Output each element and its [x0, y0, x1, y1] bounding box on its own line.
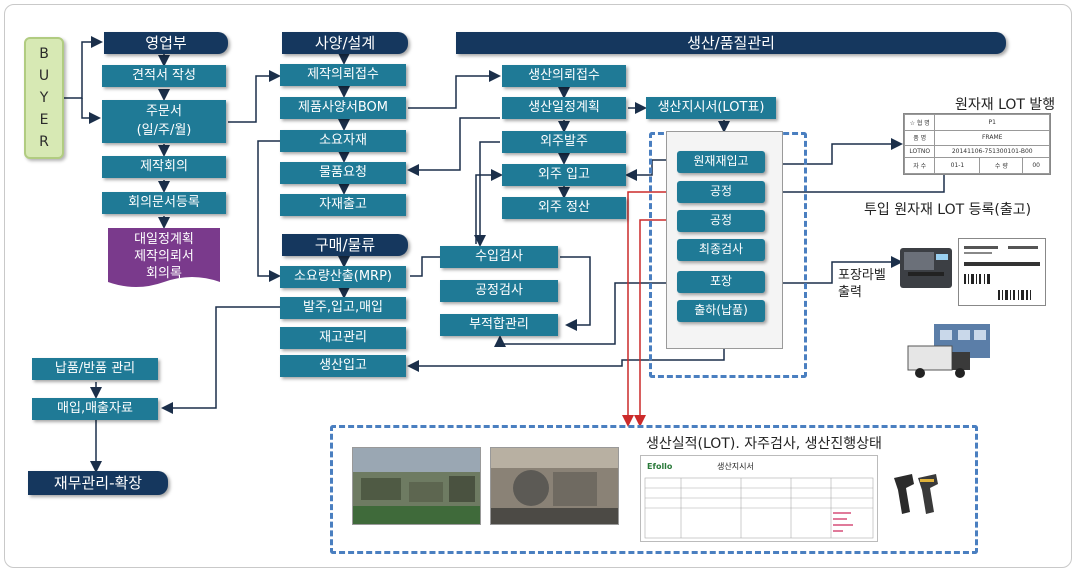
lot-cell: 수 량: [979, 157, 1024, 174]
label-printer-icon: [900, 248, 952, 288]
doc-line2: 제작의뢰서: [134, 248, 194, 264]
lot-cell: 자 수: [903, 157, 936, 174]
box-final-insp: 최종검사: [677, 239, 765, 261]
label-pack-print: 포장라벨 출력: [838, 268, 886, 302]
box-sales-data: 매입,매출자료: [32, 398, 158, 420]
lot-cell: FRAME: [934, 129, 1050, 147]
box-order-in-buy: 발주,입고,매입: [280, 297, 406, 319]
box-shipping: 출하(납품): [677, 300, 765, 322]
box-mrp: 소요량산출(MRP): [280, 266, 406, 288]
lot-cell: 00: [1022, 157, 1050, 174]
box-process-2: 공정: [677, 210, 765, 232]
delivery-truck-icon: [907, 324, 990, 378]
box-raw-in: 원재재입고: [677, 151, 765, 173]
header-purchase: 구매/물류: [282, 234, 408, 256]
box-minutes-reg: 회의문서등록: [102, 192, 226, 214]
doc-line3: 회의록: [146, 265, 182, 281]
label-lot-issue: 원자재 LOT 발행: [955, 97, 1056, 113]
result-dashed-region: [330, 425, 978, 554]
pack-label-line2: 출력: [838, 284, 862, 300]
box-order: 주문서 (일/주/월): [102, 100, 226, 143]
box-outsourcing: 외주발주: [502, 131, 626, 153]
sheet-title: 생산지시서: [717, 462, 754, 471]
lot-cell: 01-1: [934, 157, 981, 174]
box-work-order: 생산지시서(LOT표): [646, 97, 776, 119]
box-nonconform: 부적합관리: [440, 314, 558, 336]
box-process-insp: 공정검사: [440, 280, 558, 302]
header-production: 생산/품질관리: [456, 32, 1006, 54]
box-meeting: 제작회의: [102, 156, 226, 178]
box-finance: 재무관리-확장: [28, 471, 168, 495]
lot-cell: P1: [934, 114, 1050, 131]
buyer-letter: Y: [39, 90, 49, 106]
lot-cell: ☆ 협 명: [903, 114, 936, 131]
sheet-grid: [644, 477, 874, 539]
box-process-1: 공정: [677, 181, 765, 203]
buyer-letter: U: [38, 68, 50, 84]
lot-cell: 20141106-751300101-B00: [934, 145, 1050, 159]
box-materials: 소요자재: [280, 130, 406, 152]
box-request: 제작의뢰접수: [280, 64, 406, 86]
barcode-label-icon: [958, 238, 1046, 306]
factory-photo-1: [352, 447, 481, 525]
barcode-scanner-icon: [894, 474, 938, 514]
box-incoming-insp: 수입검사: [440, 246, 558, 268]
box-schedule: 생산일정계획: [502, 97, 626, 119]
box-prod-request: 생산의뢰접수: [502, 65, 626, 87]
box-material-out: 자재출고: [280, 194, 406, 216]
lot-cell: 품 명: [903, 129, 936, 147]
box-outsourcing-settle: 외주 정산: [502, 197, 626, 219]
buyer-letter: B: [39, 46, 49, 62]
order-line1: 주문서: [146, 103, 182, 119]
header-sales: 영업부: [104, 32, 228, 54]
work-order-sheet: Efollo 생산지시서: [640, 455, 878, 542]
pack-label-line1: 포장라벨: [838, 268, 886, 283]
box-prod-in: 생산입고: [280, 355, 406, 377]
box-estimate: 견적서 작성: [102, 65, 226, 87]
box-delivery-return: 납품/반품 관리: [32, 358, 158, 380]
label-result-title: 생산실적(LOT). 자주검사, 생산진행상태: [646, 436, 882, 452]
lot-cell: LOTNO: [903, 145, 936, 159]
box-packing: 포장: [677, 271, 765, 293]
doc-line1: 대일정계획: [134, 232, 194, 247]
buyer-letter: E: [39, 112, 49, 128]
box-outsourcing-in: 외주 입고: [502, 164, 626, 186]
factory-photo-2: [490, 447, 619, 525]
label-lot-register: 투입 원자재 LOT 등록(출고): [864, 202, 1032, 218]
header-spec: 사양/설계: [282, 32, 408, 54]
buyer-box: B U Y E R: [24, 37, 64, 159]
box-inventory: 재고관리: [280, 327, 406, 349]
buyer-letter: R: [39, 134, 49, 150]
box-bom: 제품사양서BOM: [280, 97, 406, 119]
order-line2: (일/주/월): [136, 122, 192, 138]
document-stack: 대일정계획 제작의뢰서 회의록: [108, 228, 220, 290]
box-request-goods: 물품요청: [280, 162, 406, 184]
sheet-logo: Efollo: [647, 462, 673, 471]
